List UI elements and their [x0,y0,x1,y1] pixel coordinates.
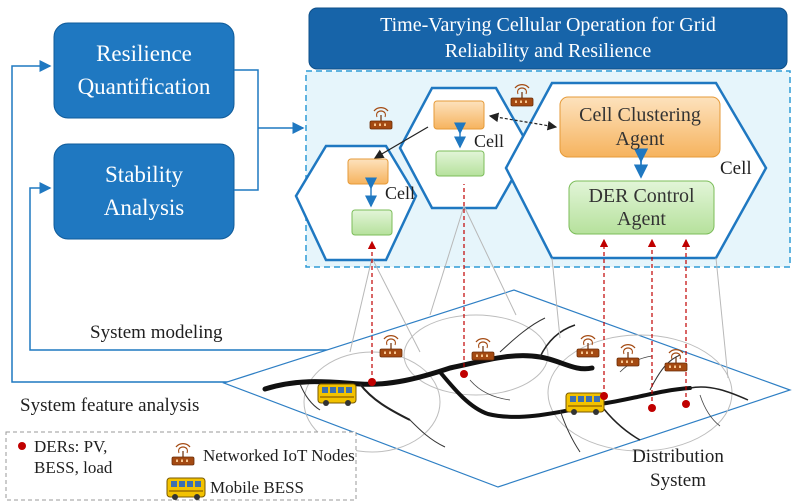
feeder-branch [438,370,692,419]
large-cell-label: Cell [720,158,752,179]
resilience-line1: Resilience [96,41,192,66]
header-title-line2: Reliability and Resilience [444,40,652,62]
der-dot-icon [460,370,468,378]
header-title-line1: Time-Varying Cellular Operation for Grid [380,14,716,36]
der-dot-icon [600,392,608,400]
merge-connector [234,69,259,191]
header-title: Time-Varying Cellular Operation for Grid… [309,12,787,64]
stability-line1: Stability [105,162,183,187]
der-control-agent-label: DER Control Agent [569,185,714,231]
resilience-line2: Quantification [77,74,211,99]
stability-box-label: Stability Analysis [54,158,234,224]
legend-der-icon [18,442,26,450]
mid-cell-der-box [435,150,485,177]
legend-ders-line2: BESS, load [34,458,113,477]
mid-cell-clustering-box [433,100,485,130]
resilience-box-label: Resilience Quantification [54,37,234,103]
comm-arrow-large [488,112,558,131]
bus-icon [565,392,605,416]
system-modeling-loop [29,182,380,351]
der-dot-icon [682,400,690,408]
distribution-plane [222,289,792,488]
legend-ders-line1: DERs: PV, [34,437,108,456]
main-feeder [262,353,595,392]
der-line1: DER Control [588,185,695,207]
clustering-line2: Agent [615,128,665,150]
distribution-line2: System [650,470,706,491]
clustering-line1: Cell Clustering [579,104,701,126]
system-modeling-label: System modeling [90,322,223,343]
small-cell-label: Cell [385,183,415,203]
stability-line2: Analysis [103,195,185,220]
header-box [308,7,788,70]
bus-icon [317,383,357,407]
der-dot-icon [648,404,656,412]
mid-cell-label: Cell [474,131,504,151]
cell-clustering-agent-label: Cell Clustering Agent [560,103,720,151]
distribution-system-label: Distribution System [608,445,748,493]
der-control-agent-box [568,180,715,235]
stability-box [53,143,235,240]
legend-iot-label: Networked IoT Nodes [203,446,355,465]
feature-analysis-loop [11,60,380,383]
der-dot-icon [368,378,376,386]
distribution-line1: Distribution [632,446,724,467]
small-cell-der-box [351,209,393,236]
comm-arrow-small [373,126,429,159]
small-cell-clustering-box [347,158,389,185]
legend-bess-label: Mobile BESS [210,478,304,497]
legend-ders-label: DERs: PV, BESS, load [34,436,112,478]
der-line2: Agent [617,208,666,230]
system-feature-analysis-label: System feature analysis [20,395,200,416]
legend-bus-icon [166,477,206,501]
